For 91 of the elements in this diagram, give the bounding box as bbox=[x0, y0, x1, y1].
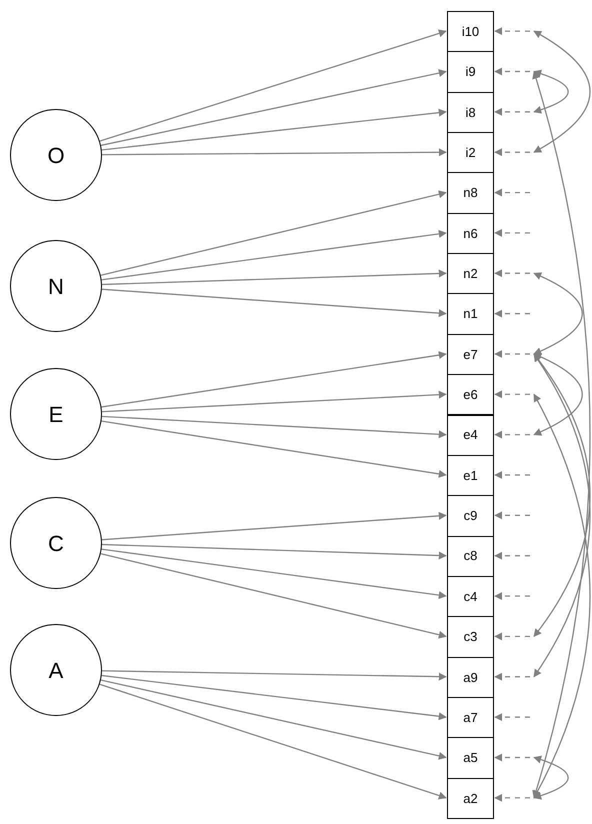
arrow bbox=[102, 148, 447, 156]
indicator-box bbox=[447, 334, 494, 376]
residual-arrow bbox=[494, 148, 530, 156]
residual-arrow bbox=[494, 511, 530, 520]
arrow bbox=[100, 553, 447, 639]
residual-arrow bbox=[494, 552, 530, 560]
arrow bbox=[102, 270, 447, 286]
arrow bbox=[100, 679, 447, 760]
residual-arrow bbox=[494, 592, 530, 600]
arrow bbox=[102, 512, 447, 540]
node-label: a5 bbox=[463, 749, 478, 768]
arrow bbox=[100, 684, 447, 800]
indicator-box bbox=[447, 616, 494, 658]
correlation-arrow bbox=[533, 353, 583, 436]
node-label: C bbox=[48, 530, 64, 558]
indicator-box bbox=[447, 737, 494, 779]
residual-arrow bbox=[494, 68, 530, 76]
node-label: c8 bbox=[464, 547, 478, 566]
node-label: e1 bbox=[463, 466, 478, 485]
indicator-box bbox=[447, 374, 494, 416]
node-label: a9 bbox=[463, 668, 478, 687]
indicator-box bbox=[447, 212, 494, 254]
residual-arrow bbox=[494, 672, 530, 681]
residual-arrow bbox=[494, 188, 530, 197]
node-label: n8 bbox=[463, 184, 478, 202]
residual-arrow bbox=[494, 753, 530, 762]
node-label: c4 bbox=[464, 588, 478, 606]
node-label: E bbox=[48, 400, 64, 428]
correlation-arrow bbox=[533, 756, 569, 800]
arrow bbox=[102, 288, 447, 318]
residual-arrow bbox=[494, 350, 530, 358]
node-label: O bbox=[47, 142, 65, 170]
node-label: c3 bbox=[464, 628, 478, 646]
residual-arrow bbox=[494, 27, 530, 36]
node-label: i9 bbox=[465, 63, 476, 82]
node-label: n1 bbox=[463, 305, 478, 324]
residual-arrow bbox=[494, 269, 530, 278]
node-label: i8 bbox=[465, 104, 476, 122]
arrow bbox=[102, 230, 447, 280]
node-label: i10 bbox=[462, 22, 480, 41]
indicator-box bbox=[447, 11, 494, 52]
correlation-arrow bbox=[533, 394, 590, 799]
indicator-box bbox=[447, 778, 494, 819]
indicator-box bbox=[447, 414, 494, 456]
arrow bbox=[102, 108, 447, 151]
node-label: a2 bbox=[463, 790, 478, 808]
residual-arrow bbox=[494, 228, 530, 237]
node-label: e6 bbox=[463, 386, 478, 404]
residual-arrow bbox=[494, 310, 530, 318]
indicator-box bbox=[447, 92, 494, 134]
node-label: e7 bbox=[463, 346, 478, 364]
residual-arrow bbox=[494, 390, 530, 398]
correlation-arrow bbox=[533, 70, 569, 114]
indicator-box bbox=[447, 576, 494, 618]
node-label: i2 bbox=[465, 144, 476, 162]
node-label: N bbox=[48, 272, 64, 300]
node-label: A bbox=[48, 656, 64, 684]
arrow bbox=[102, 674, 447, 720]
indicator-box bbox=[447, 696, 494, 738]
indicator-box bbox=[447, 293, 494, 335]
indicator-box bbox=[447, 172, 494, 214]
correlation-arrow bbox=[533, 272, 583, 355]
node-label: e4 bbox=[463, 426, 478, 444]
residual-arrow bbox=[494, 713, 530, 722]
arrow bbox=[102, 390, 447, 412]
arrow bbox=[102, 544, 447, 560]
indicator-box bbox=[447, 253, 494, 294]
arrow bbox=[101, 351, 447, 408]
indicator-box bbox=[447, 454, 494, 496]
arrow bbox=[102, 416, 447, 438]
correlation-arrow bbox=[533, 30, 590, 153]
residual-arrow bbox=[494, 632, 530, 640]
node-label: n6 bbox=[463, 224, 478, 243]
indicator-box bbox=[447, 536, 494, 577]
indicator-box bbox=[447, 495, 494, 537]
node-label: n2 bbox=[463, 265, 478, 284]
arrow bbox=[100, 69, 447, 146]
arrow bbox=[102, 670, 447, 681]
residual-arrow bbox=[494, 471, 530, 480]
arrow bbox=[101, 420, 447, 478]
residual-arrow bbox=[494, 794, 530, 802]
node-label: c9 bbox=[464, 507, 478, 526]
arrow bbox=[100, 190, 447, 276]
arrow bbox=[102, 548, 447, 600]
indicator-box bbox=[447, 656, 494, 698]
residual-arrow bbox=[494, 108, 530, 116]
indicator-box bbox=[447, 51, 494, 93]
residual-arrow bbox=[494, 430, 530, 439]
indicator-box bbox=[447, 132, 494, 174]
node-label: a7 bbox=[463, 708, 478, 727]
arrow bbox=[100, 30, 447, 142]
